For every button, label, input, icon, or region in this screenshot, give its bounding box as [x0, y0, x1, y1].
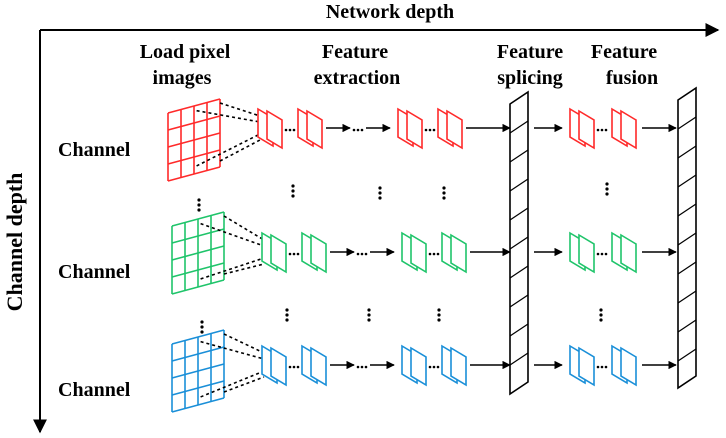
fusion-map-pair: [611, 231, 637, 274]
feature-splicing-label-2: splicing: [497, 67, 563, 89]
feature-map-pair: [261, 231, 287, 274]
ellipsis-dots: [596, 252, 608, 256]
ellipsis-dots: [352, 128, 364, 132]
fusion-map-pair: [569, 107, 595, 150]
projection-line: [223, 376, 265, 393]
feature-splicing-label-1: Feature: [497, 41, 563, 63]
channel-label-3: Channel: [58, 379, 131, 401]
vertical-ellipsis: [605, 182, 609, 196]
feature-fusion-label-2: fusion: [606, 67, 658, 89]
feature-map-pair: [261, 344, 287, 387]
channel-label-1: Channel: [58, 139, 131, 161]
ellipsis-dots: [596, 365, 608, 369]
pixel-image-grid: [167, 98, 221, 182]
vertical-ellipsis: [200, 320, 204, 334]
ellipsis-dots: [356, 252, 368, 256]
load-pixel-images-label-2: images: [153, 67, 212, 89]
feature-map-pair: [257, 107, 283, 150]
pixel-image-grid: [171, 329, 225, 413]
fusion-map-pair: [611, 344, 637, 387]
ellipsis-dots: [596, 128, 608, 132]
vertical-ellipsis: [599, 308, 603, 322]
channel-row-2: [171, 211, 677, 295]
vertical-ellipsis: [197, 198, 201, 212]
channel-depth-label: Channel depth: [2, 173, 27, 312]
vertical-ellipsis: [291, 184, 295, 198]
feature-map-pair: [401, 344, 427, 387]
projection-line: [223, 333, 265, 354]
feature-map-pair: [437, 107, 463, 150]
vertical-ellipsis: [437, 308, 441, 322]
ellipsis-dots: [424, 128, 436, 132]
vertical-ellipsis: [378, 186, 382, 200]
ellipsis-dots: [284, 128, 296, 132]
fusion-map-pair: [569, 231, 595, 274]
load-pixel-images-label-1: Load pixel: [140, 41, 231, 63]
pixel-image-grid: [171, 211, 225, 295]
fusion-map-pair: [611, 107, 637, 150]
projection-line: [223, 263, 265, 275]
projection-line: [219, 102, 261, 117]
feature-splicing-column: [509, 90, 529, 396]
channel-row-1: [167, 98, 677, 182]
feature-fusion-label-1: Feature: [591, 41, 657, 63]
projection-line: [196, 109, 261, 123]
feature-map-pair: [301, 231, 327, 274]
ellipsis-dots: [428, 252, 440, 256]
vertical-ellipsis: [367, 308, 371, 322]
projection-line: [200, 257, 265, 280]
feature-extraction-label-1: Feature: [322, 41, 388, 63]
ellipsis-dots: [356, 365, 368, 369]
feature-extraction-label-2: extraction: [314, 67, 401, 89]
vertical-ellipsis: [442, 186, 446, 200]
ellipsis-dots: [288, 365, 300, 369]
feature-map-pair: [301, 344, 327, 387]
feature-map-pair: [297, 107, 323, 150]
projection-line: [196, 133, 261, 167]
projection-line: [200, 340, 265, 360]
ellipsis-dots: [288, 252, 300, 256]
feature-map-pair: [441, 231, 467, 274]
ellipsis-dots: [428, 365, 440, 369]
channel-label-2: Channel: [58, 261, 131, 283]
projection-line: [200, 222, 265, 247]
feature-map-pair: [401, 231, 427, 274]
feature-fusion-column: [677, 86, 697, 390]
projection-line: [223, 215, 265, 241]
vertical-ellipsis: [285, 308, 289, 322]
projection-line: [219, 139, 261, 162]
fusion-map-pair: [569, 344, 595, 387]
feature-map-pair: [397, 107, 423, 150]
network-depth-label: Network depth: [326, 1, 454, 23]
feature-map-pair: [441, 344, 467, 387]
channel-row-3: [171, 329, 677, 413]
